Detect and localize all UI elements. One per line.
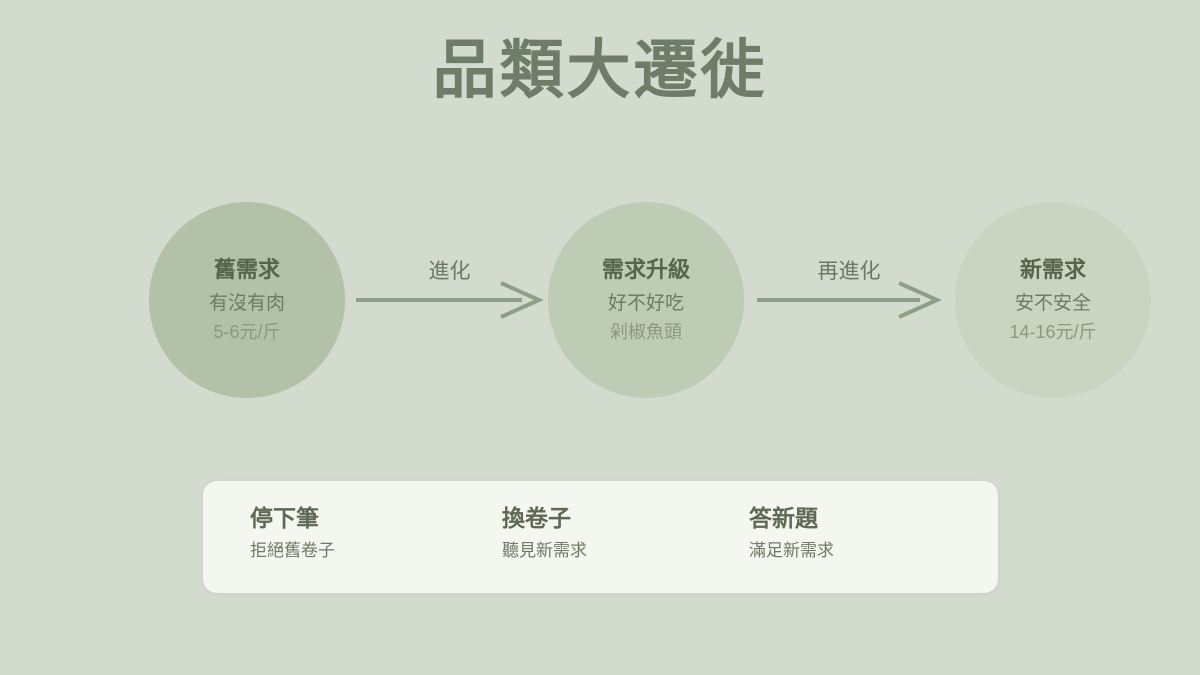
summary-item-subtitle: 滿足新需求 xyxy=(749,540,834,560)
node-title: 需求升級 xyxy=(601,256,690,282)
node-detail: 14-16元/斤 xyxy=(1009,321,1097,342)
summary-item-title: 停下筆 xyxy=(250,505,319,531)
flow-node-upgraded-demand: 需求升級 好不好吃 剁椒魚頭 xyxy=(548,202,744,398)
page-title: 品類大遷徙 xyxy=(432,34,768,106)
node-question: 安不安全 xyxy=(1014,293,1091,315)
node-detail: 剁椒魚頭 xyxy=(610,321,682,342)
arrow-label-evolve: 進化 xyxy=(428,260,471,283)
node-question: 有沒有肉 xyxy=(208,293,285,315)
arrow-right-icon xyxy=(755,280,943,320)
node-title: 舊需求 xyxy=(213,256,280,282)
flow-node-old-demand: 舊需求 有沒有肉 5-6元/斤 xyxy=(149,202,345,398)
node-detail: 5-6元/斤 xyxy=(213,321,281,342)
summary-item-subtitle: 拒絕舊卷子 xyxy=(250,540,335,560)
summary-item-stop-pen: 停下筆 拒絕舊卷子 xyxy=(250,505,335,561)
summary-item-title: 答新題 xyxy=(749,505,818,531)
summary-card: 停下筆 拒絕舊卷子 換卷子 聽見新需求 答新題 滿足新需求 xyxy=(203,481,998,593)
arrow-label-evolve-again: 再進化 xyxy=(817,260,881,283)
node-title: 新需求 xyxy=(1019,256,1086,282)
flow-node-new-demand: 新需求 安不安全 14-16元/斤 xyxy=(955,202,1151,398)
summary-item-change-paper: 換卷子 聽見新需求 xyxy=(502,505,587,561)
summary-item-subtitle: 聽見新需求 xyxy=(502,540,587,560)
node-question: 好不好吃 xyxy=(607,293,684,315)
summary-item-answer-new: 答新題 滿足新需求 xyxy=(749,505,834,561)
arrow-right-icon xyxy=(354,280,545,320)
summary-item-title: 換卷子 xyxy=(502,505,571,531)
